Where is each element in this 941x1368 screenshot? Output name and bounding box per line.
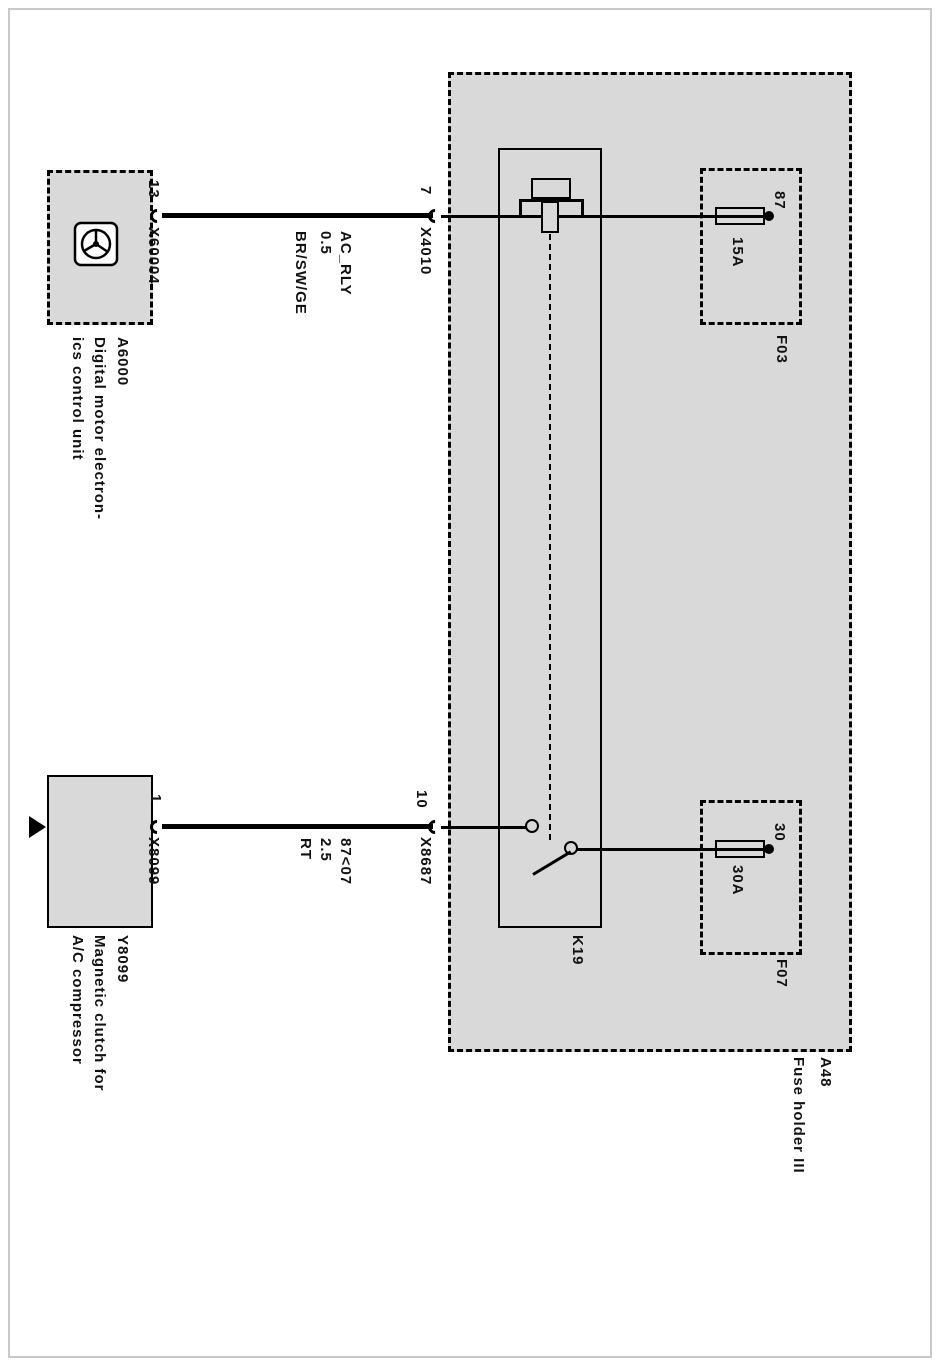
wire-top-color-label: BR/SW/GE	[292, 231, 309, 315]
pin-13-label: 13	[145, 180, 162, 199]
connector-x4010-label: X4010	[417, 227, 434, 276]
relay-coil-element	[541, 201, 559, 233]
dme-name-line2: ics control unit	[69, 337, 86, 461]
coil-bracket-left	[519, 199, 522, 217]
relay-id-label: K19	[569, 935, 586, 966]
connector-x8687-label: X8687	[417, 837, 434, 886]
connector-x60004-label: X60004	[145, 227, 162, 285]
fuse-f07-id-label: F07	[773, 959, 790, 988]
wire-bottom-size-label: 2.5	[317, 838, 334, 862]
relay-actuator-link	[549, 234, 551, 840]
compressor-name-line1: Magnetic clutch for	[91, 935, 108, 1092]
ecu-symbol-icon	[73, 221, 119, 267]
compressor-y8099-box	[47, 775, 153, 928]
connector-x8099-label: X8099	[145, 837, 162, 886]
page-reference-arrow-icon	[29, 816, 46, 838]
fuse-f07-terminal-dot	[764, 844, 774, 854]
fuse-holder-id-label: A48	[817, 1057, 834, 1088]
fuse-f03-box	[700, 168, 802, 325]
wire-top-size-label: 0.5	[317, 231, 334, 255]
coil-bracket-top	[519, 199, 584, 202]
dme-name-line1: Digital motor electron-	[91, 337, 108, 521]
wire-top-thick	[162, 213, 433, 218]
fuse-f07-symbol	[715, 840, 765, 858]
fuse-holder-a48-box	[448, 72, 852, 1052]
wire-bottom-thin-in	[441, 826, 533, 829]
relay-coil-symbol	[531, 178, 571, 199]
relay-contact-terminal-87	[525, 819, 539, 833]
relay-k19-box	[498, 148, 602, 928]
wire-bottom-signal-label: 87<07	[337, 838, 354, 886]
fuse-f03-terminal-dot	[764, 211, 774, 221]
compressor-name-line2: A/C compressor	[69, 935, 86, 1065]
wire-top-signal-label: AC_RLY	[337, 231, 354, 296]
fuse-f07-terminal-label: 30	[771, 823, 788, 842]
wire-bottom-thin-out	[575, 848, 767, 851]
fuse-f03-symbol	[715, 207, 765, 225]
coil-bracket-right	[581, 199, 584, 217]
pin-1-label: 1	[147, 794, 164, 804]
wire-top-thin	[441, 215, 767, 218]
fuse-f03-id-label: F03	[773, 335, 790, 364]
page-border	[8, 8, 932, 1358]
fuse-holder-name-label: Fuse holder III	[790, 1057, 807, 1174]
dme-a6000-box	[47, 170, 153, 325]
fuse-f03-terminal-label: 87	[771, 191, 788, 210]
dme-id-label: A6000	[114, 337, 131, 387]
pin-10-label: 10	[413, 790, 430, 809]
fuse-f07-box	[700, 800, 802, 955]
wire-bottom-color-label: RT	[297, 838, 314, 860]
pin-7-label: 7	[417, 186, 434, 196]
compressor-id-label: Y8099	[114, 935, 131, 984]
fuse-f03-rating-label: 15A	[729, 237, 746, 268]
wire-bottom-thick	[162, 824, 433, 829]
fuse-f07-rating-label: 30A	[729, 865, 746, 896]
